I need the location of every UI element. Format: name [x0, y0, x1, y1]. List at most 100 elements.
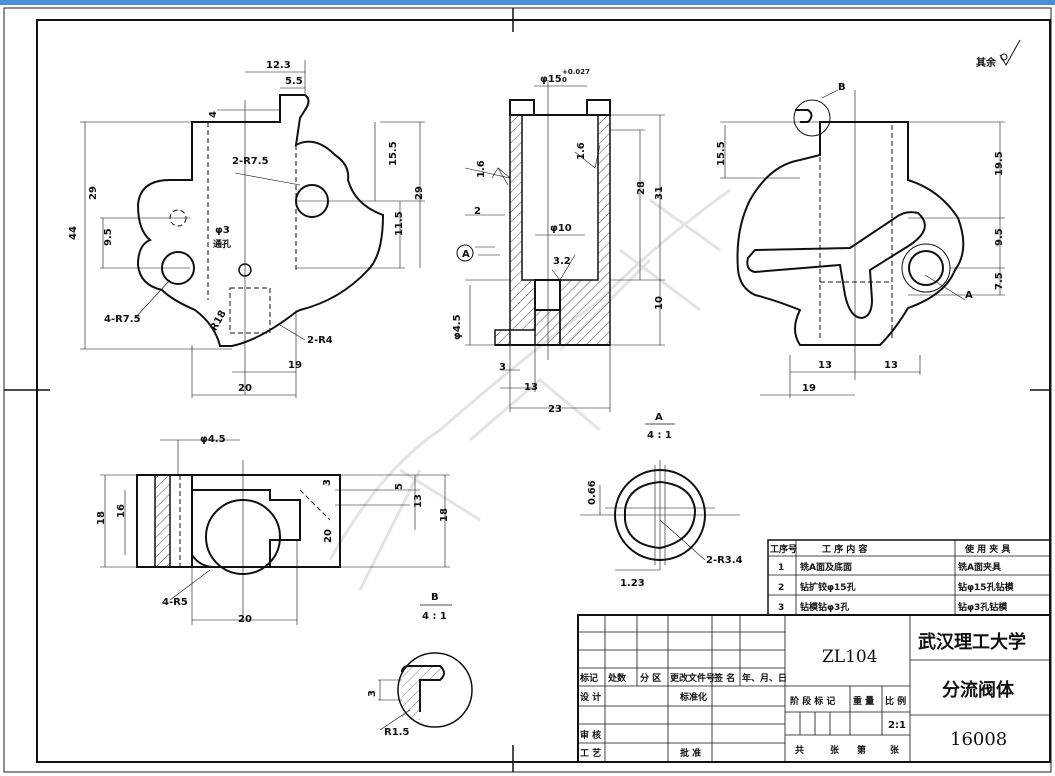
svg-text:1.6: 1.6	[576, 142, 587, 160]
svg-text:7.5: 7.5	[994, 272, 1005, 290]
svg-text:2-R3.4: 2-R3.4	[706, 555, 743, 566]
right-view-dims: B 15.5 19.5 9.5 A 7.5 13 13 19	[716, 82, 1005, 394]
svg-text:13: 13	[413, 494, 424, 508]
svg-text:9.5: 9.5	[994, 228, 1005, 246]
svg-text:16: 16	[116, 504, 127, 518]
front-view	[80, 60, 425, 398]
svg-text:更改文件号: 更改文件号	[670, 672, 715, 684]
title-block	[577, 614, 1051, 763]
svg-text:1.6: 1.6	[476, 160, 487, 178]
front-view-dims: 12.3 5.5 4 2-R7.5 φ3 通孔 29 44 9.5 4-R7.5…	[68, 60, 425, 394]
svg-text:+0.027: +0.027	[562, 68, 590, 76]
title-block-text: ZL104 武汉理工大学 分流阀体 16008 2:1 标记 处数 分 区 更改…	[579, 631, 1026, 759]
svg-text:1.23: 1.23	[620, 578, 645, 589]
svg-text:4: 4	[208, 111, 219, 118]
svg-text:2: 2	[474, 206, 481, 217]
svg-text:张: 张	[890, 744, 900, 756]
detail-b	[378, 604, 473, 731]
school-name: 武汉理工大学	[918, 631, 1026, 653]
svg-text:通孔: 通孔	[213, 238, 231, 250]
svg-text:工 序 内 容: 工 序 内 容	[822, 543, 867, 555]
svg-text:标准化: 标准化	[679, 691, 707, 703]
svg-text:A: A	[655, 412, 663, 423]
svg-text:29: 29	[88, 186, 99, 200]
svg-text:13: 13	[818, 360, 832, 371]
svg-text:钻扩铰φ15孔: 钻扩铰φ15孔	[800, 581, 856, 593]
svg-text:审 核: 审 核	[580, 729, 601, 741]
svg-text:φ4.5: φ4.5	[200, 434, 226, 445]
svg-text:比 例: 比 例	[885, 695, 906, 707]
svg-text:0: 0	[562, 76, 567, 84]
svg-text:张: 张	[830, 744, 840, 756]
section-view	[456, 80, 665, 412]
svg-text:R1.5: R1.5	[384, 727, 409, 738]
right-view	[720, 89, 1005, 398]
svg-text:20: 20	[238, 383, 252, 394]
svg-text:处数: 处数	[607, 672, 627, 684]
svg-text:3: 3	[322, 479, 333, 486]
svg-text:18: 18	[96, 511, 107, 525]
svg-text:3: 3	[499, 362, 506, 373]
svg-text:φ3: φ3	[215, 225, 230, 236]
svg-text:工 艺: 工 艺	[580, 747, 601, 759]
svg-text:R18: R18	[209, 309, 229, 333]
svg-text:阶 段 标 记: 阶 段 标 记	[790, 695, 835, 707]
svg-text:3.2: 3.2	[553, 256, 571, 267]
svg-text:28: 28	[636, 181, 647, 195]
svg-text:20: 20	[323, 529, 334, 543]
svg-text:13: 13	[524, 382, 538, 393]
detail-b-labels: B 4 : 1 3 R1.5	[367, 592, 447, 738]
center-marks	[4, 8, 1051, 772]
svg-text:2-R4: 2-R4	[307, 335, 333, 346]
svg-text:钻φ15孔钻模: 钻φ15孔钻模	[958, 581, 1015, 593]
svg-text:φ4.5: φ4.5	[452, 314, 463, 340]
svg-text:19: 19	[802, 383, 816, 394]
svg-text:签 名: 签 名	[713, 672, 735, 684]
svg-text:批 准: 批 准	[680, 747, 701, 759]
svg-text:15.5: 15.5	[388, 141, 399, 166]
svg-text:10: 10	[654, 296, 665, 310]
svg-text:15.5: 15.5	[716, 141, 727, 166]
svg-text:使 用 夹 具: 使 用 夹 具	[964, 543, 1010, 555]
svg-text:5: 5	[394, 483, 405, 490]
svg-text:2: 2	[778, 583, 784, 593]
process-table-text: 工序号 工 序 内 容 使 用 夹 具 1 铣A面及底面 铣A面夹具 2 钻扩铰…	[770, 543, 1015, 613]
svg-text:φ15: φ15	[540, 74, 562, 85]
svg-text:1: 1	[778, 563, 784, 573]
svg-text:13: 13	[884, 360, 898, 371]
svg-text:第: 第	[857, 744, 866, 756]
svg-text:A: A	[965, 290, 973, 301]
engineering-drawing: 12.3 5.5 4 2-R7.5 φ3 通孔 29 44 9.5 4-R7.5…	[3, 7, 1052, 773]
svg-text:B: B	[431, 592, 439, 603]
svg-text:3: 3	[778, 603, 784, 613]
svg-text:年、月、日: 年、月、日	[742, 672, 787, 684]
svg-text:31: 31	[654, 186, 665, 200]
roughness-note: 其余	[976, 39, 1021, 69]
svg-text:12.3: 12.3	[266, 60, 291, 71]
svg-text:其余: 其余	[976, 56, 997, 69]
svg-text:18: 18	[439, 508, 450, 522]
drawing-number: 16008	[950, 729, 1007, 750]
svg-text:2-R7.5: 2-R7.5	[232, 156, 269, 167]
detail-a	[580, 423, 740, 571]
part-name: 分流阀体	[942, 679, 1015, 701]
svg-text:44: 44	[68, 226, 79, 240]
svg-text:4-R7.5: 4-R7.5	[104, 314, 141, 325]
svg-text:φ10: φ10	[550, 223, 572, 234]
svg-text:铣A面夹具: 铣A面夹具	[958, 561, 1001, 573]
detail-a-labels: A 4 : 1 0.66 2-R3.4 1.23	[587, 412, 743, 589]
window-top-bar	[0, 0, 1055, 5]
svg-text:4-R5: 4-R5	[162, 597, 188, 608]
material: ZL104	[822, 647, 878, 667]
svg-text:5.5: 5.5	[285, 76, 303, 87]
svg-text:9.5: 9.5	[103, 228, 114, 246]
svg-text:共: 共	[795, 744, 804, 756]
svg-text:0.66: 0.66	[587, 480, 598, 505]
svg-text:11.5: 11.5	[394, 211, 405, 236]
svg-text:重 量: 重 量	[853, 695, 874, 707]
svg-text:铣A面及底面: 铣A面及底面	[800, 561, 852, 573]
svg-text:20: 20	[238, 614, 252, 625]
scale-value: 2:1	[888, 720, 906, 731]
svg-text:标记: 标记	[579, 672, 598, 684]
svg-text:3: 3	[367, 690, 378, 697]
